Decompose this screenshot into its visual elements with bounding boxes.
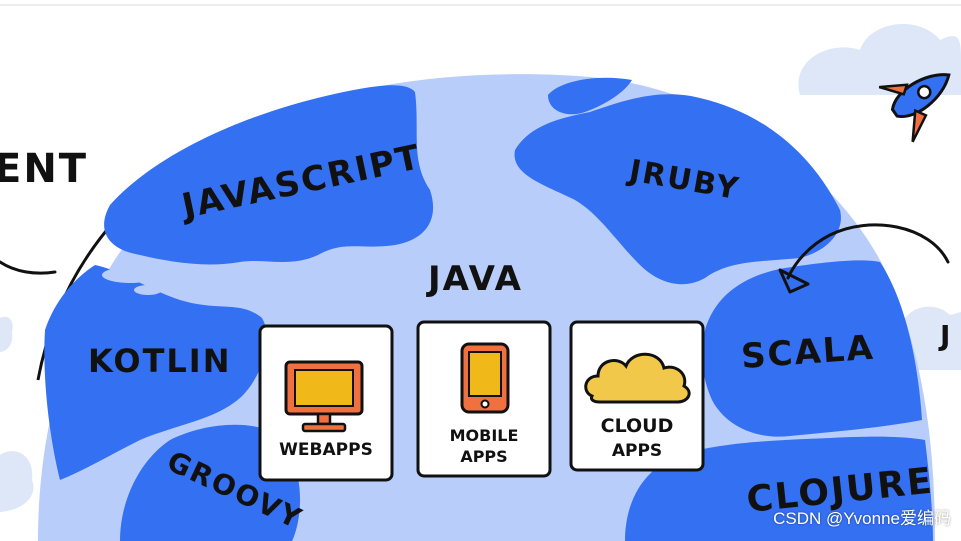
lake-1: [102, 267, 158, 283]
connector-left: [0, 260, 57, 275]
card-mobile-line1: MOBILE: [450, 426, 519, 445]
connector-right-arrow: [786, 223, 950, 280]
label-partial-left: ENT: [0, 146, 88, 192]
land-kotlin: [44, 265, 267, 480]
arrowhead-icon: [778, 268, 810, 294]
monitor-icon: [284, 360, 364, 433]
land-javascript: [104, 85, 434, 265]
smartphone-icon: [460, 342, 510, 414]
card-cloud-line2: APPS: [612, 441, 662, 461]
rocket-window: [917, 84, 932, 100]
card-cloud-line1: CLOUD: [601, 415, 674, 437]
land-top-island: [548, 77, 632, 115]
sky-cloud-left-bottom: [0, 451, 34, 512]
sky-clouds: [0, 23, 961, 512]
card-webapps: WEBAPPS: [258, 324, 394, 482]
rocket-icon: [878, 73, 951, 143]
land-scala: [702, 260, 922, 437]
sky-cloud-left-small: [0, 316, 13, 352]
land-groovy: [120, 424, 300, 541]
land-masses: [44, 77, 933, 541]
rocket-fin: [911, 108, 928, 143]
card-cloud-apps: CLOUD APPS: [569, 320, 705, 472]
label-kotlin: KOTLIN: [88, 342, 231, 380]
card-webapps-line1: WEBAPPS: [279, 440, 373, 460]
watermark-text: CSDN @Yvonne爱编码: [773, 509, 951, 528]
card-mobile-line2: APPS: [460, 447, 507, 466]
cloud-icon: [584, 352, 691, 404]
label-partial-right: J: [938, 319, 952, 352]
card-mobile-apps: MOBILE APPS: [416, 320, 552, 478]
label-java: JAVA: [426, 259, 523, 299]
land-jruby: [514, 94, 841, 285]
lake-2: [134, 285, 162, 295]
sky-cloud-top-right: [798, 23, 961, 95]
label-scala: SCALA: [740, 328, 876, 377]
rocket-fin-top: [878, 83, 909, 96]
